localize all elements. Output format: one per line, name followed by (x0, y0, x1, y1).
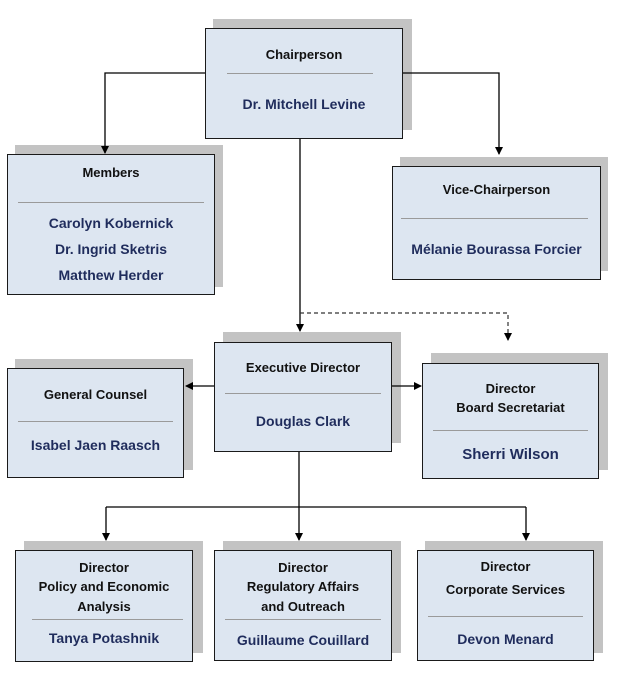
node-title: Director (485, 381, 536, 396)
node-divider (18, 421, 173, 422)
node-title: Regulatory Affairs (246, 579, 360, 594)
node-title: Analysis (77, 599, 131, 614)
node-title: Policy and Economic (38, 579, 170, 594)
node-regulatory[interactable]: Director Regulatory Affairs and Outreach… (214, 550, 392, 661)
node-general-counsel[interactable]: General Counsel Isabel Jaen Raasch (7, 368, 184, 478)
node-divider (401, 218, 588, 219)
node-person-name: Tanya Potashnik (48, 630, 160, 646)
edge-chairperson-members (101, 72, 206, 154)
node-person-name: Guillaume Couillard (236, 632, 370, 648)
node-chairperson[interactable]: Chairperson Dr. Mitchell Levine (205, 28, 403, 139)
node-divider (225, 393, 381, 394)
node-person-name: Isabel Jaen Raasch (30, 437, 161, 453)
node-person-name: Douglas Clark (255, 413, 351, 429)
node-title: Chairperson (265, 47, 343, 62)
node-title: and Outreach (261, 599, 345, 614)
node-executive-director[interactable]: Executive Director Douglas Clark (214, 342, 392, 452)
node-title: Board Secretariat (456, 400, 565, 415)
node-title: Vice-Chairperson (442, 182, 551, 197)
node-vice-chairperson[interactable]: Vice-Chairperson Mélanie Bourassa Forcie… (392, 166, 601, 280)
node-title: Members (82, 165, 140, 180)
node-title: Executive Director (245, 360, 361, 375)
node-person-name: Dr. Ingrid Sketris (54, 241, 168, 257)
node-divider (428, 616, 583, 617)
node-person-name: Carolyn Kobernick (48, 215, 174, 231)
node-person-name: Devon Menard (457, 631, 554, 647)
node-divider (225, 619, 381, 620)
node-board-secretariat[interactable]: Director Board Secretariat Sherri Wilson (422, 363, 599, 479)
node-policy[interactable]: Director Policy and Economic Analysis Ta… (15, 550, 193, 662)
node-person-name: Dr. Mitchell Levine (242, 96, 366, 112)
node-divider (433, 430, 588, 431)
node-title: Director (480, 559, 531, 574)
node-divider (18, 202, 204, 203)
edge-chairperson-vice-chairperson (403, 72, 503, 155)
node-title: Director (79, 560, 129, 575)
node-divider (227, 73, 373, 74)
node-title: Corporate Services (445, 582, 566, 597)
node-title: Director (278, 560, 328, 575)
node-person-name: Sherri Wilson (462, 446, 559, 463)
node-corporate[interactable]: Director Corporate Services Devon Menard (417, 550, 594, 661)
node-person-name: Matthew Herder (58, 267, 164, 283)
node-divider (32, 619, 183, 620)
node-person-name: Mélanie Bourassa Forcier (411, 241, 582, 257)
node-title: General Counsel (43, 387, 148, 402)
node-members[interactable]: Members Carolyn Kobernick Dr. Ingrid Ske… (7, 154, 215, 295)
